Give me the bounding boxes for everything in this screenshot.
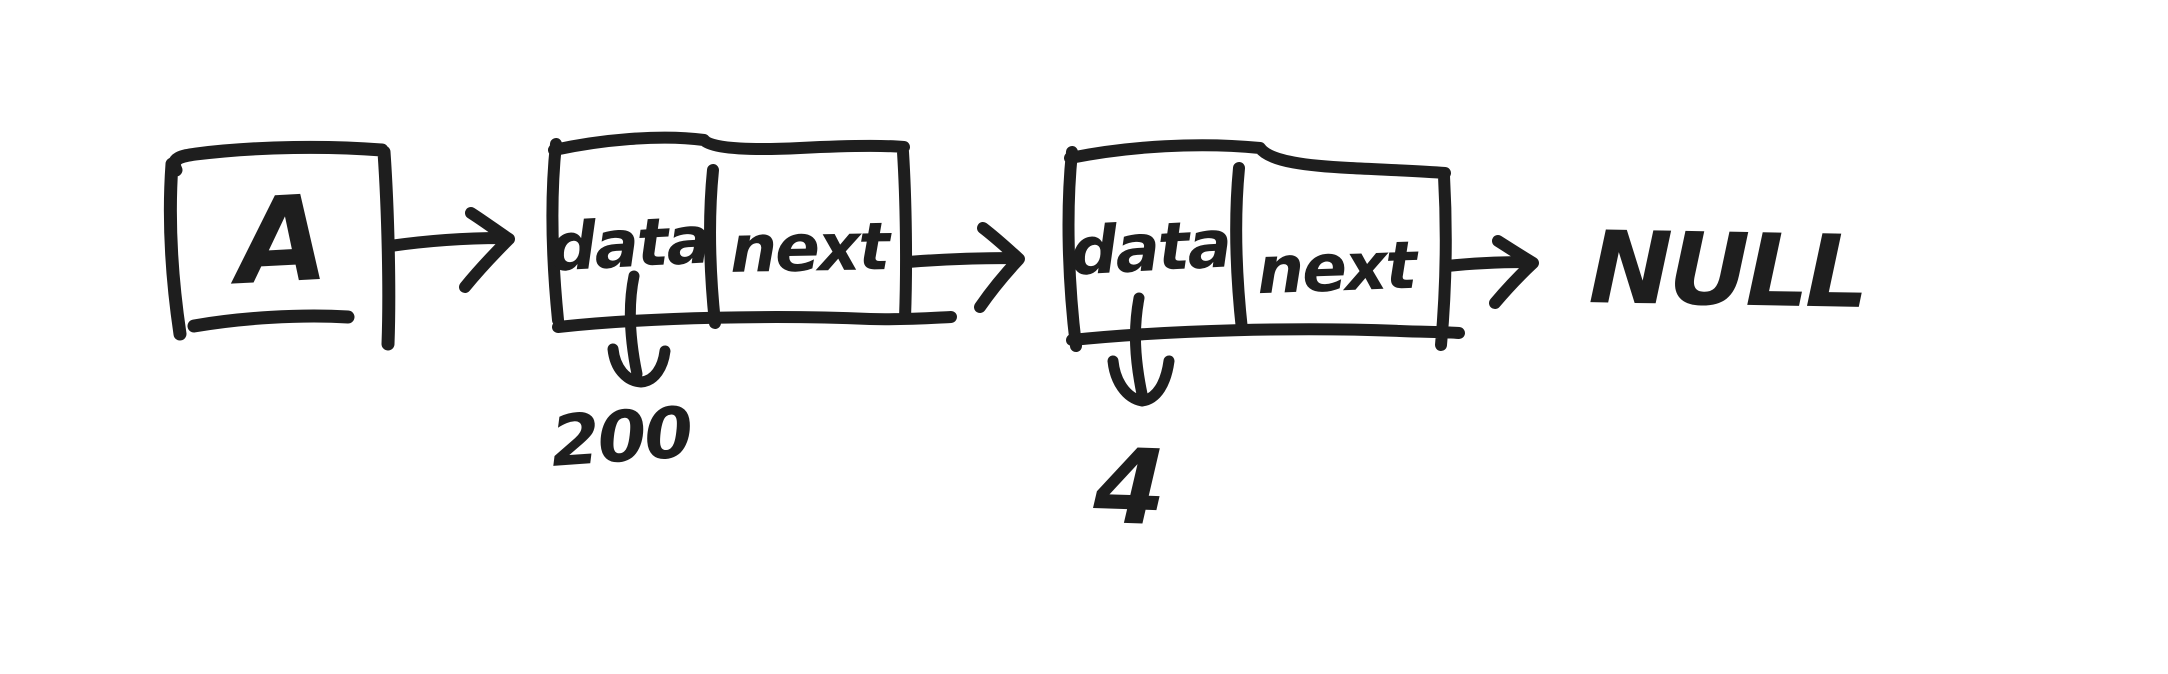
node1-data-value: 200 <box>548 391 694 483</box>
node2-data-cell-label: data <box>1068 205 1232 291</box>
node2-data-value: 4 <box>1091 424 1167 550</box>
head-pointer-label: A <box>232 168 330 312</box>
node1-to-node2-arrow <box>902 222 1025 313</box>
node1-cell-divider <box>704 164 721 329</box>
head-pointer-box <box>163 140 396 351</box>
node2-to-null-arrow <box>1441 235 1539 309</box>
node1-box <box>546 131 957 333</box>
null-terminator-label: NULL <box>1587 209 1867 331</box>
head-to-node1-arrow <box>384 207 515 293</box>
node2-next-cell-label: next <box>1255 226 1417 310</box>
node2-cell-divider <box>1230 162 1248 336</box>
node1-data-cell-label: data <box>547 201 711 287</box>
node2-value-arrow <box>1107 292 1175 407</box>
node2-box <box>1062 139 1465 352</box>
node1-value-arrow <box>607 270 671 388</box>
node1-next-cell-label: next <box>729 208 889 288</box>
